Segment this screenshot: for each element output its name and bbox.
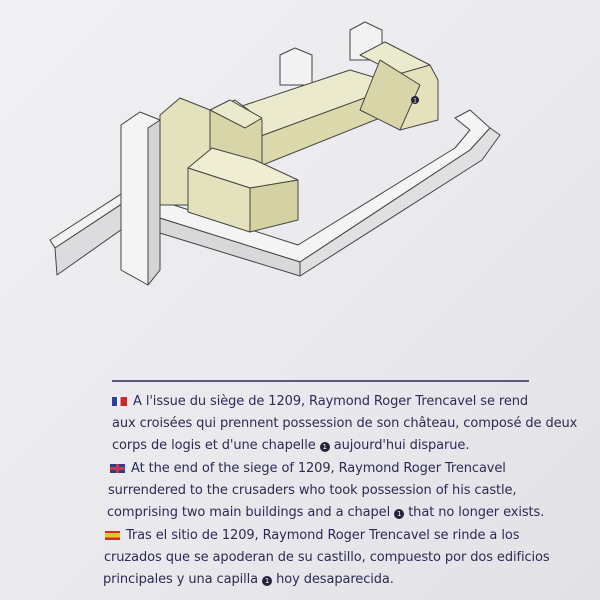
fr-line-3: corps de logis et d'une chapelle 1 aujou… <box>112 438 469 453</box>
es-text-3b: hoy desaparecida. <box>276 572 394 587</box>
es-line-3: principales y una capilla 1 hoy desapare… <box>103 572 394 587</box>
divider-rule <box>112 380 529 382</box>
en-line-1: At the end of the siege of 1209, Raymond… <box>110 461 506 476</box>
chapel-marker-label: 1 <box>413 98 417 105</box>
chapel-number-icon: 1 <box>262 576 273 586</box>
es-line-1: Tras el sitio de 1209, Raymond Roger Tre… <box>105 528 519 543</box>
chapel-marker <box>411 96 419 104</box>
fr-text-3b: aujourd'hui disparue. <box>333 438 470 453</box>
spanish-flag-icon <box>105 531 120 540</box>
chapel-number-icon: 1 <box>319 442 330 452</box>
french-flag-icon <box>112 397 127 406</box>
en-line-2: surrendered to the crusaders who took po… <box>108 483 517 498</box>
fr-line-2: aux croisées qui prennent possession de … <box>112 416 578 431</box>
es-line-2: cruzados que se apoderan de su castillo,… <box>104 550 550 565</box>
en-text-3a: comprising two main buildings and a chap… <box>107 505 391 520</box>
es-text-1: Tras el sitio de 1209, Raymond Roger Tre… <box>126 528 520 543</box>
en-text-1: At the end of the siege of 1209, Raymond… <box>131 461 506 476</box>
fr-line-1: A l'issue du siège de 1209, Raymond Roge… <box>112 394 528 409</box>
fr-text-3a: corps de logis et d'une chapelle <box>112 438 316 453</box>
en-text-3b: that no longer exists. <box>408 505 545 520</box>
back-tower <box>279 47 313 86</box>
castle-illustration: 1 <box>49 21 501 286</box>
chapel-number-icon: 1 <box>394 509 405 519</box>
uk-flag-icon <box>110 464 125 473</box>
es-text-3a: principales y una capilla <box>103 572 259 587</box>
en-line-3: comprising two main buildings and a chap… <box>107 505 544 520</box>
fr-text-1: A l'issue du siège de 1209, Raymond Roge… <box>133 394 529 409</box>
